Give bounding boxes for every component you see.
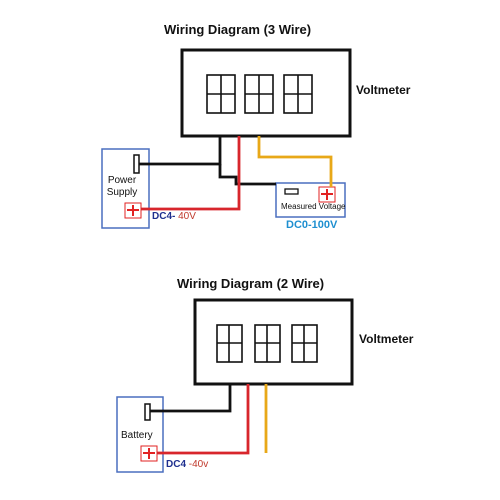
voltmeter-3wire-body: [180, 48, 352, 138]
diagram-3wire-title: Wiring Diagram (3 Wire): [164, 22, 312, 37]
battery-negative-terminal: [144, 403, 151, 421]
battery-label: Battery: [121, 430, 153, 441]
measured-voltage-label: Measured Voltage: [281, 202, 346, 211]
power-supply-negative-terminal: [133, 154, 140, 174]
power-supply-label-line2: Supply: [106, 187, 138, 198]
voltmeter-3wire-label: Voltmeter: [356, 83, 411, 97]
digit-2: [254, 324, 281, 363]
supply-voltage-label-3wire: DC4- 40V: [152, 212, 196, 222]
power-supply-label: Power Supply: [103, 175, 141, 199]
wire-black-3wire-measured: [218, 164, 276, 186]
battery-voltage-value: -40v: [186, 459, 209, 470]
measured-negative-terminal: [284, 188, 299, 195]
voltmeter-3wire-display: [206, 74, 313, 114]
wire-red-3wire: [141, 136, 241, 211]
battery-voltage-prefix: DC4: [166, 459, 187, 470]
wire-yellow-3wire: [257, 136, 333, 187]
measured-positive-terminal: [318, 186, 336, 203]
measure-range-label: DC0-100V: [286, 219, 338, 231]
digit-1: [206, 74, 236, 114]
wire-black-3wire-supply: [139, 136, 222, 166]
digit-3: [291, 324, 318, 363]
wire-red-2wire: [157, 384, 250, 455]
supply-voltage-prefix: DC4-: [152, 211, 176, 222]
battery-voltage-label-2wire: DC4 -40v: [166, 460, 208, 470]
digit-1: [216, 324, 243, 363]
supply-voltage-value: 40V: [175, 211, 196, 222]
digit-2: [244, 74, 274, 114]
wire-black-2wire: [150, 384, 232, 413]
digit-3: [283, 74, 313, 114]
power-supply-label-line1: Power: [107, 175, 137, 186]
voltmeter-2wire-label: Voltmeter: [359, 332, 414, 346]
battery-positive-terminal: [140, 445, 158, 462]
voltmeter-2wire-display: [216, 324, 318, 363]
voltmeter-2wire-body: [193, 298, 354, 386]
diagram-2wire-title: Wiring Diagram (2 Wire): [177, 276, 325, 291]
power-supply-positive-terminal: [124, 202, 142, 219]
